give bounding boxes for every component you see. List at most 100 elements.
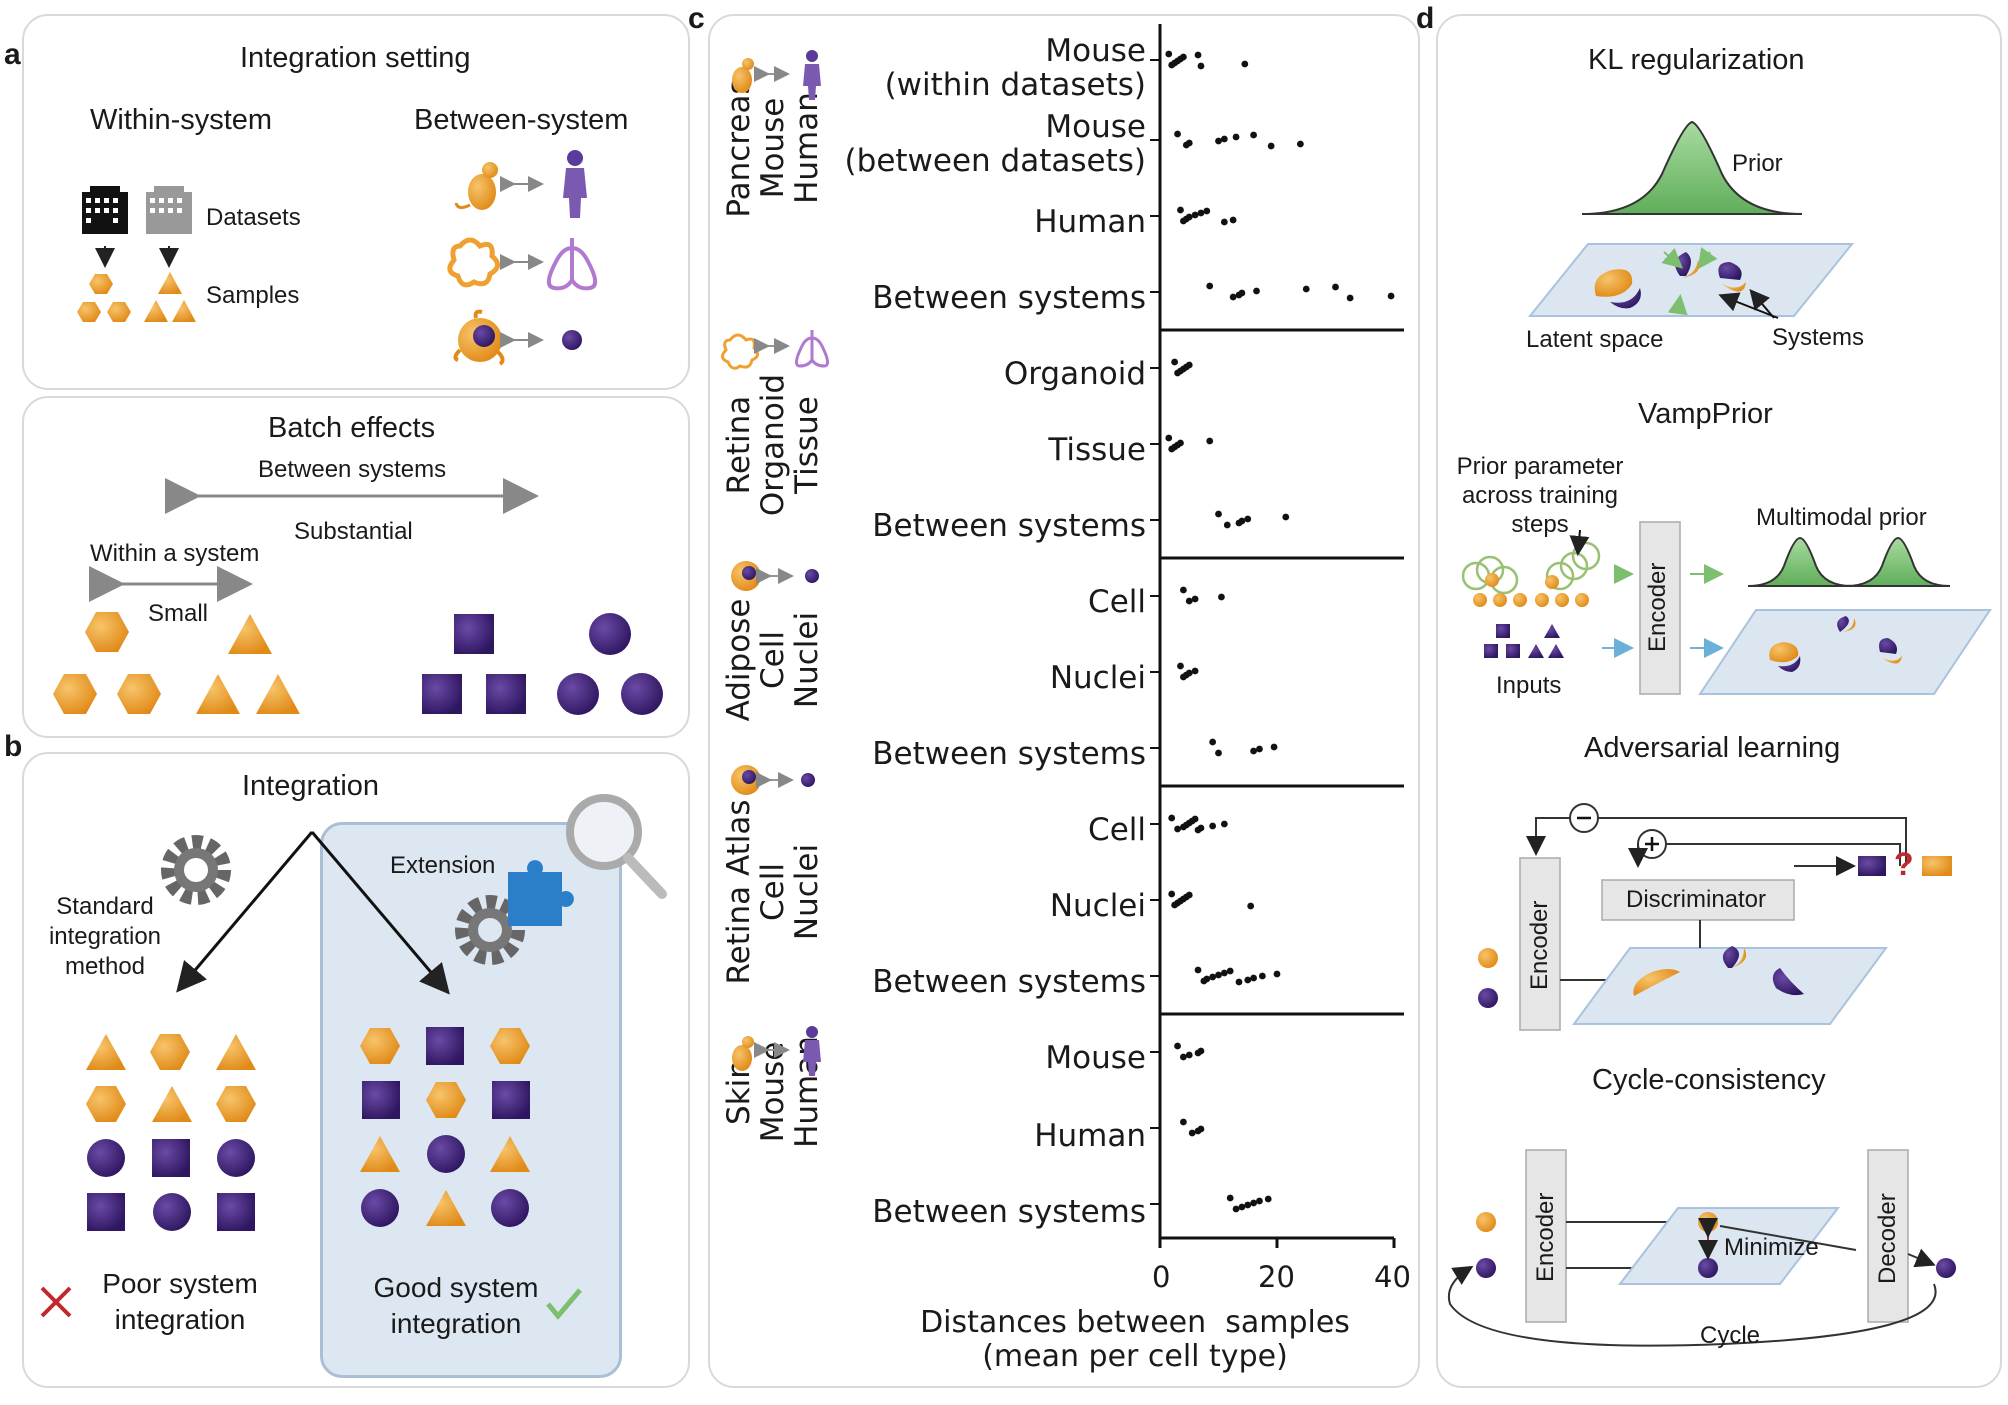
data-point <box>1244 515 1252 523</box>
dataset-building-gray-icon <box>146 186 192 234</box>
panel-letter-b: b <box>4 730 23 763</box>
decoder-box <box>1867 1149 1909 1323</box>
data-point <box>1191 595 1199 603</box>
data-point <box>1241 60 1249 68</box>
datasets-label: Datasets <box>206 204 301 231</box>
atlas-nucleus-icon <box>801 773 815 787</box>
data-point <box>1250 1199 1257 1207</box>
data-point <box>1223 521 1231 529</box>
data-point <box>1258 972 1266 980</box>
row-label-pancreas-mouse-between: Mouse (between datasets) <box>845 110 1146 178</box>
cross-icon <box>40 1286 72 1318</box>
magnifier-icon <box>566 794 667 899</box>
between-system-label: Between-system <box>414 104 629 136</box>
data-point <box>1174 130 1181 138</box>
between-systems-label: Between systems <box>258 456 447 483</box>
data-point <box>1250 974 1257 982</box>
extension-gear-icon <box>455 895 525 965</box>
prior-label: Prior <box>1732 150 1783 177</box>
row-label-pancreas-mouse-within: Mouse (within datasets) <box>885 34 1146 102</box>
within-system-label: Within-system <box>90 104 273 136</box>
data-point <box>1220 135 1228 143</box>
small-label: Small <box>148 600 209 627</box>
data-point <box>1244 1201 1252 1209</box>
data-point <box>1191 667 1199 675</box>
skin-human-icon <box>803 1026 821 1076</box>
row-label-retina-organoid: Organoid <box>1003 356 1146 392</box>
vampprior-title: VampPrior <box>1638 398 1773 430</box>
cycle-encoder-box <box>1525 1149 1567 1323</box>
data-point <box>1171 358 1179 366</box>
multimodal-prior-label: Multimodal prior <box>1756 504 1927 531</box>
data-point <box>1226 1194 1234 1202</box>
data-point <box>1203 207 1211 215</box>
data-point <box>1180 53 1187 61</box>
data-point <box>1215 749 1222 757</box>
row-label-pancreas-human: Human <box>1034 204 1146 240</box>
data-point <box>1209 822 1217 830</box>
good-line-1: Good system <box>373 1272 539 1303</box>
data-point <box>1209 738 1217 746</box>
data-point <box>1185 891 1193 899</box>
row-label-text: Mouse <box>1045 109 1146 145</box>
data-point <box>1387 292 1395 300</box>
row-label-pancreas-between: Between systems <box>872 280 1146 316</box>
data-point <box>1215 137 1222 145</box>
human-icon <box>563 150 587 218</box>
row-label-retina-between: Between systems <box>872 508 1146 544</box>
panel-c <box>708 14 1420 1388</box>
decoder-label: Decoder <box>1874 1193 1901 1284</box>
nucleus-icon <box>562 330 582 350</box>
cycle-encoder-label: Encoder <box>1532 1192 1559 1282</box>
data-point <box>1197 824 1205 832</box>
row-label-skin-between: Between systems <box>872 1194 1146 1230</box>
data-point <box>1226 967 1234 975</box>
adv-encoder-box <box>1519 857 1561 1031</box>
adipose-cell-icon <box>731 561 761 591</box>
mouse-icon <box>454 162 498 210</box>
adversarial-title: Adversarial learning <box>1584 732 1841 764</box>
skin-mouse-icon <box>732 1036 754 1071</box>
poor-line-2: integration <box>114 1304 246 1335</box>
row-label-adipose-nuclei: Nuclei <box>1049 660 1146 696</box>
data-point <box>1232 1205 1240 1213</box>
data-point <box>1250 131 1257 139</box>
data-point <box>1238 1203 1246 1211</box>
system-latent-icon <box>1594 252 1746 309</box>
integration-title: Integration <box>242 770 380 802</box>
data-point <box>1244 976 1252 984</box>
data-point <box>1215 510 1222 518</box>
data-point <box>1185 139 1193 147</box>
data-point <box>1197 1047 1205 1055</box>
data-point <box>1282 513 1290 521</box>
data-point <box>1302 285 1310 293</box>
data-point <box>1185 213 1193 221</box>
dataset-building-icon <box>82 186 128 234</box>
panel-letter-c: c <box>688 2 705 35</box>
prior-param-line-2: across training <box>1461 482 1619 509</box>
prior-param-line-3: steps <box>1511 511 1569 538</box>
pancreas-mouse-icon <box>732 58 754 93</box>
data-point <box>1229 216 1237 224</box>
data-point <box>1185 669 1193 677</box>
data-point <box>1194 966 1202 974</box>
inputs-label: Inputs <box>1496 672 1562 699</box>
data-point <box>1180 586 1187 594</box>
question-mark: ? <box>1894 846 1914 882</box>
data-point <box>1264 1195 1272 1203</box>
xtick-0: 0 <box>1152 1260 1171 1294</box>
batch-effects-title: Batch effects <box>268 412 436 444</box>
pancreas-human-icon <box>803 50 821 100</box>
data-point <box>1197 62 1205 70</box>
data-point <box>1256 1197 1263 1205</box>
data-point <box>1253 287 1260 295</box>
data-point <box>1174 1042 1181 1050</box>
extension-label: Extension <box>390 852 496 879</box>
row-label-text: (between datasets) <box>844 143 1146 179</box>
row-label-text: (within datasets) <box>884 67 1146 103</box>
discriminator-label: Discriminator <box>1626 886 1767 913</box>
within-a-system-label: Within a system <box>90 540 260 567</box>
integration-setting-title: Integration setting <box>240 42 471 74</box>
lung-icon <box>546 238 598 291</box>
row-label-adipose-between: Between systems <box>872 736 1146 772</box>
